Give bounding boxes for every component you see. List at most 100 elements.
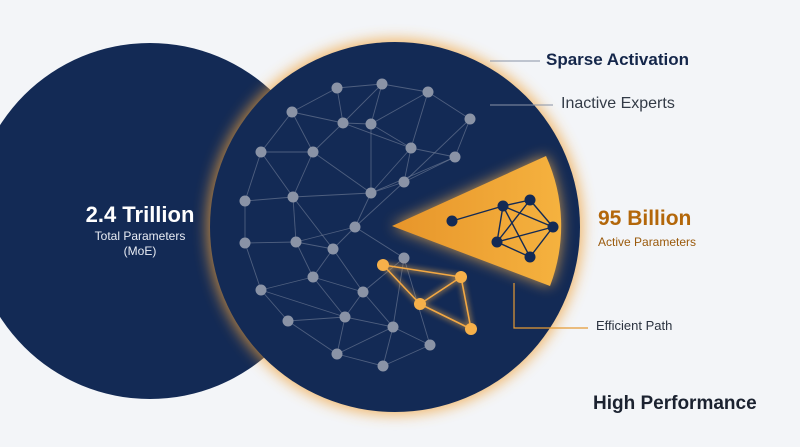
inactive-edge — [292, 192, 372, 198]
inactive-node — [331, 82, 343, 94]
inactive-edge — [370, 83, 383, 125]
inactive-edge — [292, 151, 314, 198]
inactive-node — [255, 146, 267, 158]
inactive-edge — [287, 316, 346, 322]
active-expert-edges — [451, 199, 554, 258]
inactive-node — [286, 106, 298, 118]
inactive-edge — [336, 87, 344, 124]
inactive-edge — [336, 326, 394, 355]
inactive-edge — [312, 248, 334, 278]
inactive-experts-label: Inactive Experts — [561, 95, 675, 112]
inactive-node — [449, 151, 461, 163]
active-parameters-value: 95 Billion — [598, 207, 692, 230]
inactive-edge — [362, 257, 405, 293]
inactive-expert-nodes — [239, 78, 476, 372]
inactive-edge — [336, 83, 383, 89]
inactive-edge — [295, 241, 334, 250]
inactive-edge — [403, 156, 456, 183]
inactive-node — [307, 146, 319, 158]
inactive-edge — [403, 118, 471, 183]
inactive-edge — [370, 91, 429, 125]
inactive-node — [331, 348, 343, 360]
inactive-node — [239, 195, 251, 207]
inactive-node — [327, 243, 339, 255]
inactive-edge — [392, 257, 405, 328]
inactive-node — [365, 118, 377, 130]
inactive-edge — [427, 91, 471, 120]
inactive-edge — [336, 316, 346, 355]
inactive-node — [357, 286, 369, 298]
active-parameters-wedge — [392, 156, 562, 286]
inactive-edge — [312, 276, 346, 318]
inactive-edge — [312, 276, 364, 293]
efficient-path-leader — [513, 283, 588, 329]
active-expert-node — [446, 215, 458, 227]
inactive-edge — [244, 151, 262, 202]
inactive-edge — [370, 147, 412, 194]
inactive-node — [290, 236, 302, 248]
active-expert-node — [491, 236, 503, 248]
active-expert-node — [524, 194, 536, 206]
total-parameters-label-line2: (MoE) — [123, 244, 157, 258]
inactive-edge — [370, 156, 456, 194]
efficient-path-label: Efficient Path — [596, 318, 673, 333]
inactive-edge — [291, 111, 314, 153]
active-parameters-label: Active Parameters — [598, 235, 697, 249]
inactive-edge — [312, 151, 372, 194]
efficient-path-nodes — [377, 259, 477, 335]
inactive-edge — [295, 226, 356, 243]
inactive-edge — [244, 241, 297, 244]
total-parameters-label-line1: Total Parameters — [94, 229, 186, 243]
inactive-node — [387, 321, 399, 333]
inactive-expert-edges — [244, 83, 471, 367]
inactive-node — [349, 221, 361, 233]
inactive-node — [376, 78, 388, 90]
active-node — [377, 259, 389, 271]
inactive-node — [337, 117, 349, 129]
inactive-edge — [295, 241, 314, 278]
inactive-edge — [354, 181, 405, 228]
active-expert-nodes — [446, 194, 559, 263]
inactive-edge — [370, 123, 412, 149]
inactive-edge — [382, 344, 431, 367]
inactive-edge — [454, 118, 471, 158]
inactive-edge — [362, 291, 394, 328]
inactive-node — [282, 315, 294, 327]
inactive-node — [365, 187, 377, 199]
inactive-edge — [344, 316, 394, 328]
inactive-edge — [382, 326, 394, 367]
inactive-edge — [342, 122, 412, 149]
inactive-edge — [291, 87, 338, 113]
inactive-edge — [381, 83, 429, 93]
inactive-edge — [370, 181, 405, 194]
total-parameters-label: Total Parameters (MoE) — [50, 229, 230, 259]
inactive-edge — [260, 111, 293, 153]
inactive-node — [339, 311, 351, 323]
sparse-activation-label: Sparse Activation — [546, 50, 689, 69]
inactive-node — [377, 360, 389, 372]
efficient-path-edges — [382, 264, 472, 330]
inactive-edge — [260, 151, 294, 198]
inactive-node — [424, 339, 436, 351]
inactive-edge — [354, 192, 372, 228]
inactive-edge — [260, 289, 289, 322]
inactive-edge — [342, 83, 383, 124]
inactive-node — [287, 191, 299, 203]
inactive-edge — [410, 147, 456, 158]
inactive-node — [422, 86, 434, 98]
inactive-node — [255, 284, 267, 296]
inactive-edge — [260, 276, 314, 291]
active-node — [465, 323, 477, 335]
active-node — [455, 271, 467, 283]
inactive-edge — [410, 91, 429, 149]
inactive-edge — [292, 196, 334, 250]
active-expert-node — [547, 221, 559, 233]
inactive-edge — [392, 326, 431, 346]
inactive-edge — [244, 196, 294, 202]
inactive-node — [398, 252, 410, 264]
high-performance-label: High Performance — [593, 393, 757, 414]
inactive-node — [239, 237, 251, 249]
active-expert-node — [497, 200, 509, 212]
total-parameters-value: 2.4 Trillion — [85, 202, 195, 227]
